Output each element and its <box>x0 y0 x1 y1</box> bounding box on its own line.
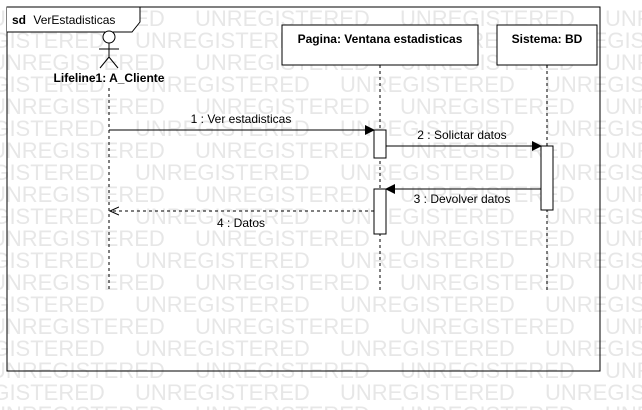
frame-keyword: sd <box>12 13 26 27</box>
watermark-text: UNREGISTERED <box>0 116 105 141</box>
watermark-text: UNREGISTERED <box>545 380 642 405</box>
lifeline-pagina-label: Pagina: Ventana estadisticas <box>298 32 463 46</box>
watermark-text: UNREGISTERED <box>605 182 642 207</box>
lifeline-bd-head <box>496 24 598 66</box>
watermark-text: UNREGISTERED <box>340 72 515 97</box>
watermark-text: UNREGISTERED <box>605 6 642 31</box>
watermark-text: UNREGISTERED <box>135 28 310 53</box>
watermark-text: UNREGISTERED <box>340 160 515 185</box>
message-3-label: 3 : Devolver datos <box>414 192 511 206</box>
watermark-text: UNREGISTERED <box>195 94 370 119</box>
watermark-text: UNREGISTERED <box>195 402 370 410</box>
watermark-text: UNREGISTERED <box>195 226 370 251</box>
watermark-text: UNREGISTERED <box>400 314 575 339</box>
message-1-label: 1 : Ver estadisticas <box>191 112 292 126</box>
watermark-text: UNREGISTERED <box>605 226 642 251</box>
watermark-text: UNREGISTERED <box>135 160 310 185</box>
watermark-text: UNREGISTERED <box>135 292 310 317</box>
activation-pagina-2 <box>373 188 387 235</box>
watermark-text: UNREGISTERED <box>0 336 105 361</box>
watermark-text: UNREGISTERED <box>135 336 310 361</box>
lifeline-bd-label: Sistema: BD <box>512 32 583 46</box>
watermark-text: UNREGISTERED <box>0 50 165 75</box>
watermark-text: UNREGISTERED <box>340 204 515 229</box>
watermark-text: UNREGISTERED <box>605 270 642 295</box>
watermark-text: UNREGISTERED <box>340 292 515 317</box>
watermark-text: UNREGISTERED <box>400 402 575 410</box>
activation-pagina-1 <box>373 129 387 159</box>
watermark-text: UNREGISTERED <box>605 358 642 383</box>
watermark-text: UNREGISTERED <box>340 380 515 405</box>
watermark-text: UNREGISTERED <box>400 270 575 295</box>
watermark-text: UNREGISTERED <box>545 248 642 273</box>
watermark-text: UNREGISTERED <box>135 204 310 229</box>
watermark-text: UNREGISTERED <box>135 380 310 405</box>
watermark-text: UNREGISTERED <box>0 292 105 317</box>
watermark-text: UNREGISTERED <box>545 204 642 229</box>
watermark-text: UNREGISTERED <box>0 248 105 273</box>
watermark-text: UNREGISTERED <box>545 336 642 361</box>
frame-tab <box>7 6 141 33</box>
watermark-text: UNREGISTERED <box>0 402 165 410</box>
frame-name: VerEstadisticas <box>33 13 115 27</box>
watermark-text: UNREGISTERED <box>135 72 310 97</box>
frame-title: sd VerEstadisticas <box>12 13 115 27</box>
watermark-text: UNREGISTERED <box>195 138 370 163</box>
watermark-text: UNREGISTERED <box>135 116 310 141</box>
watermark-text: UNREGISTERED <box>0 314 165 339</box>
watermark-text: UNREGISTERED <box>605 50 642 75</box>
watermark-text: UNREGISTERED <box>400 226 575 251</box>
watermark-text: UNREGISTERED <box>0 204 105 229</box>
watermark-text: UNREGISTERED <box>0 72 105 97</box>
watermark-text: UNREGISTERED <box>0 160 105 185</box>
lifeline-pagina-head <box>281 24 479 66</box>
watermark-text: UNREGISTERED <box>0 182 165 207</box>
watermark-text: UNREGISTERED <box>545 116 642 141</box>
watermark-text: UNREGISTERED <box>605 94 642 119</box>
watermark-text: UNREGISTERED <box>0 270 165 295</box>
watermark-text: UNREGISTERED <box>0 226 165 251</box>
watermark-text: UNREGISTERED <box>545 72 642 97</box>
watermark-text: UNREGISTERED <box>195 314 370 339</box>
actor-icon <box>99 30 119 69</box>
watermark-text: UNREGISTERED <box>340 336 515 361</box>
watermark-text: UNREGISTERED <box>135 248 310 273</box>
watermark-text: UNREGISTERED <box>605 314 642 339</box>
watermark-text: UNREGISTERED <box>0 138 165 163</box>
watermark-text: UNREGISTERED <box>545 160 642 185</box>
watermark-text: UNREGISTERED <box>195 270 370 295</box>
watermark-text: UNREGISTERED <box>0 94 165 119</box>
frame-border <box>6 6 601 372</box>
actor-label: Lifeline1: A_Cliente <box>54 71 165 85</box>
watermark-text: UNREGISTERED <box>340 248 515 273</box>
watermark-text: UNREGISTERED <box>605 402 642 410</box>
watermark-text: UNREGISTERED <box>0 380 105 405</box>
activation-bd <box>540 145 554 211</box>
message-4-label: 4 : Datos <box>217 216 265 230</box>
watermark-text: UNREGISTERED <box>195 182 370 207</box>
watermark-text: UNREGISTERED <box>605 138 642 163</box>
watermark-text: UNREGISTERED <box>545 292 642 317</box>
watermark-text: UNREGISTERED <box>400 94 575 119</box>
message-2-label: 2 : Solictar datos <box>417 128 506 142</box>
